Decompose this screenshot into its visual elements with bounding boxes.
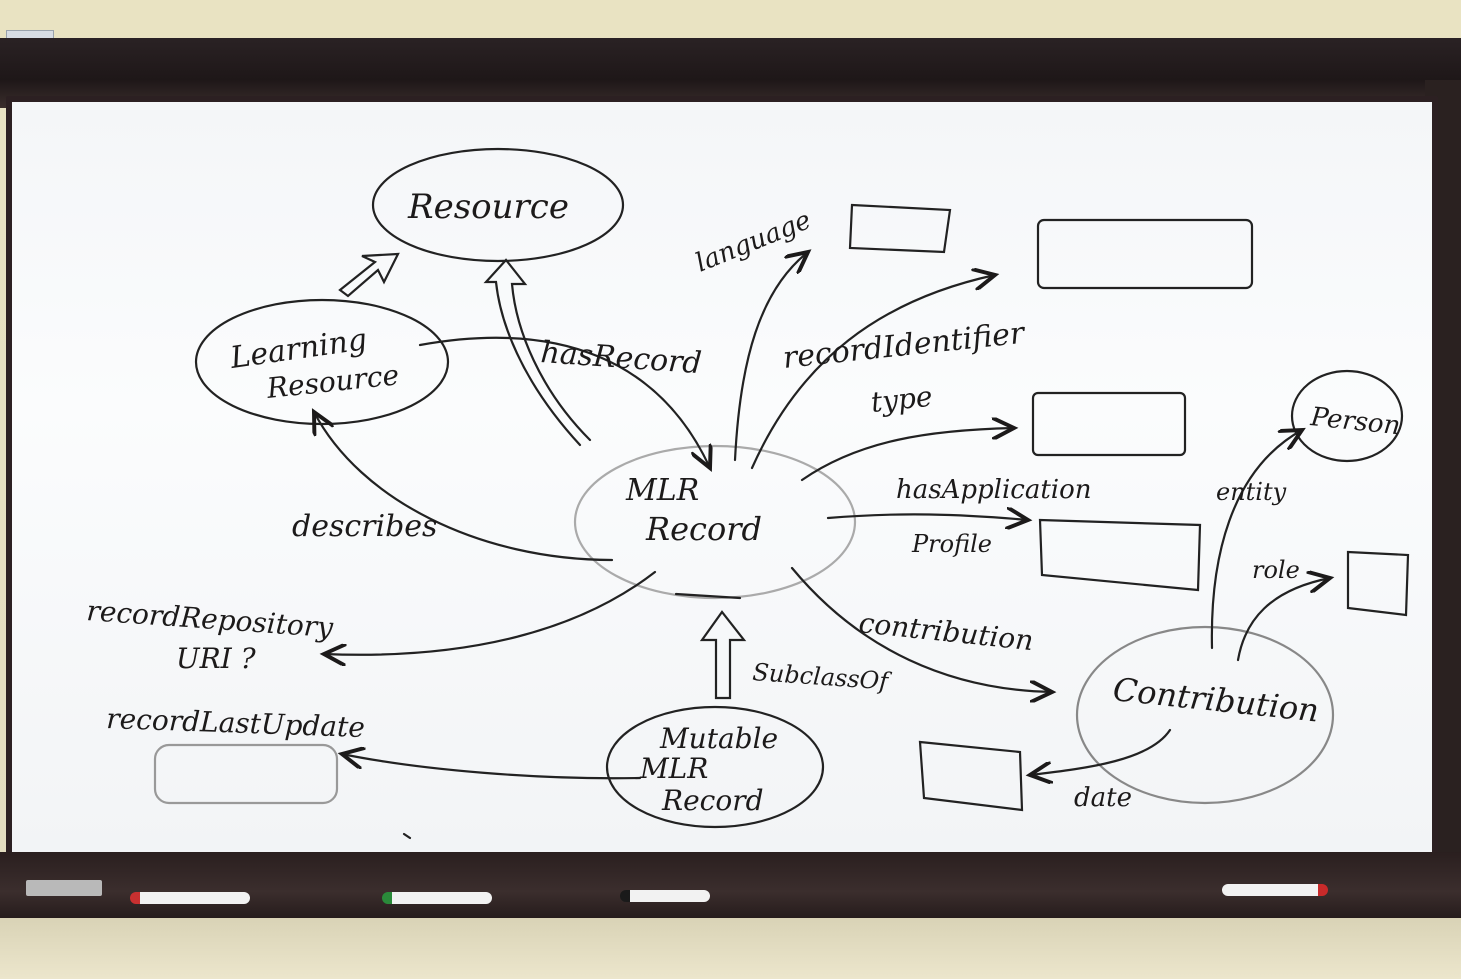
record-identifier-arrow [750,275,995,470]
subclass-arrow-mlr-record [483,258,592,447]
type-arrow [800,428,1014,482]
describes-label: describes [292,509,437,544]
resource-node [371,147,625,263]
role-label: role [1252,556,1300,584]
mlr-record-label-2: Record [645,510,762,548]
mutable-label-3: Record [661,784,764,817]
underline-mark [674,592,742,600]
has-record-arrow [418,336,710,468]
red-marker-right[interactable] [1222,884,1328,896]
date-label: date [1074,783,1132,813]
application-profile-box [1038,518,1202,592]
entity-arrow [1210,430,1302,650]
date-box [918,740,1024,812]
record-last-update-label: recordLastUpdate [106,702,366,744]
language-label: language [691,205,815,278]
green-marker[interactable] [382,892,492,904]
language-arrow [733,252,808,462]
mutable-label-1: Mutable [659,722,778,755]
last-update-arrow [342,754,642,780]
wall-trim [0,918,1461,979]
application-profile-label-2: Profile [911,530,992,558]
mutable-mlr-record-node [605,705,825,829]
contribution-arrow [790,566,1052,692]
contribution-label: Contribution [1111,670,1321,729]
red-marker[interactable] [130,892,250,904]
record-repository-label-2: URI ? [176,642,257,675]
stray-mark [402,832,412,840]
marker-tray [0,852,1461,918]
person-node [1290,369,1404,463]
language-box [848,203,952,254]
application-profile-arrow [826,514,1028,520]
has-record-label: hasRecord [539,335,702,381]
role-arrow [1236,578,1330,662]
record-identifier-box [1036,218,1254,290]
record-repository-label-1: recordRepository [86,594,336,644]
role-box [1346,550,1410,617]
date-arrow [1030,728,1172,775]
contribution-edge-label: contribution [857,606,1035,657]
record-repository-arrow [324,570,657,655]
mutable-label-2: MLR [639,752,708,785]
application-profile-label-1: hasApplication [896,475,1092,505]
mlr-record-label-1: MLR [625,473,699,508]
subclass-arrow-mutable [699,610,747,700]
describes-arrow [314,412,614,562]
contribution-node [1075,625,1335,805]
eraser[interactable] [26,880,102,896]
type-label: type [869,380,934,419]
last-update-box [153,743,339,805]
black-marker[interactable] [620,890,710,902]
whiteboard-surface [6,96,1438,868]
record-identifier-label: recordIdentifier [781,316,1027,376]
subclass-of-label: SubclassOf [752,658,894,696]
mlr-record-node [573,444,857,600]
person-label: Person [1308,402,1402,441]
subclass-arrow-learning-resource [338,252,400,298]
entity-label: entity [1216,478,1287,506]
resource-label: Resource [407,187,569,227]
type-box [1031,391,1187,457]
